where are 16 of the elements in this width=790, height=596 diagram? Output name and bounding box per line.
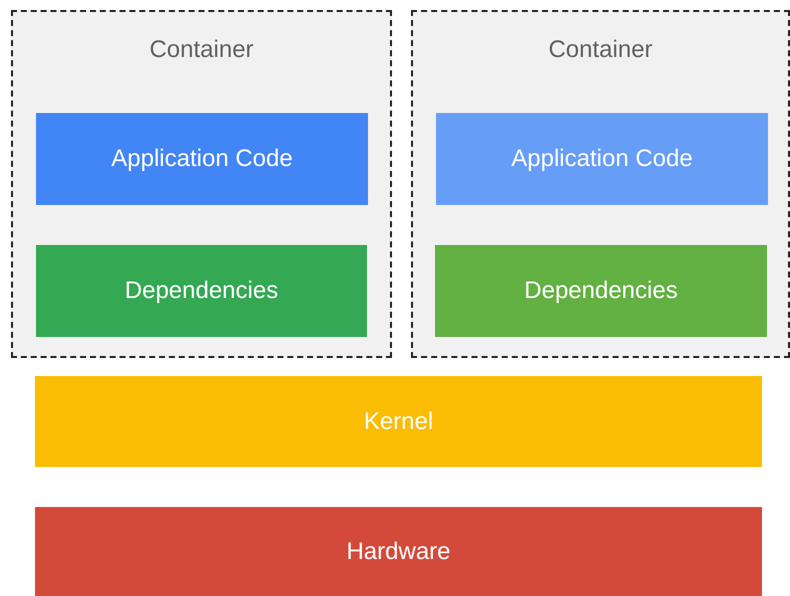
layer-label: Application Code — [511, 145, 693, 173]
container-title: Container — [148, 36, 255, 64]
layer-label: Hardware — [346, 538, 451, 566]
layer-box — [435, 245, 767, 337]
layer-box — [436, 113, 768, 205]
layer-box — [36, 113, 368, 205]
layer-label: Kernel — [364, 408, 434, 436]
layer-box — [36, 245, 367, 337]
layer-box — [35, 376, 762, 467]
container-title: Container — [547, 36, 654, 64]
container-box — [411, 10, 790, 358]
layer-label: Dependencies — [124, 277, 278, 305]
layer-box — [35, 507, 762, 596]
container-box — [11, 10, 392, 358]
layer-label: Dependencies — [524, 277, 678, 305]
layer-label: Application Code — [111, 145, 293, 173]
